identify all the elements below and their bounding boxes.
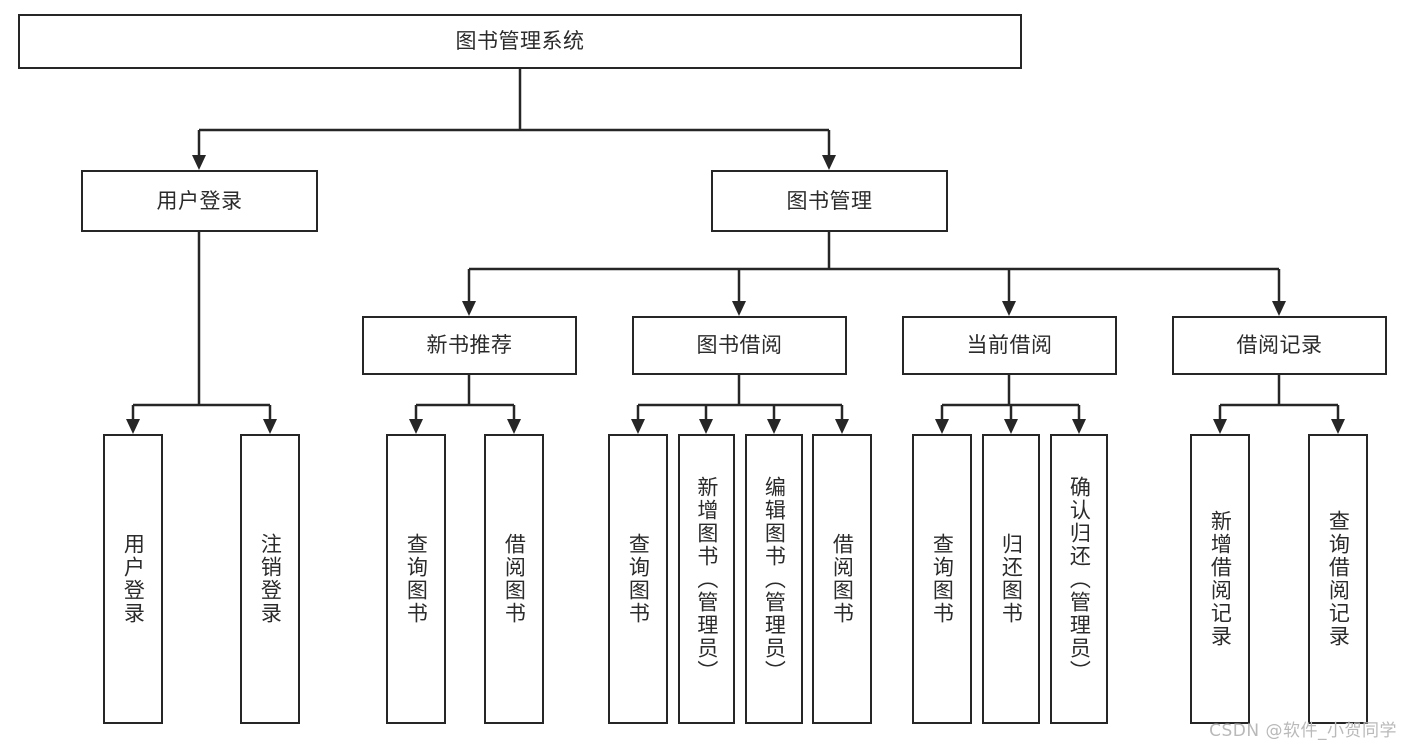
root-arrow-0-head	[192, 155, 206, 170]
node-label-leaf-borrow-book-2: 借阅图书	[830, 533, 855, 625]
group-4-arrow-0-head	[1213, 419, 1227, 434]
root-arrow-1-head	[822, 155, 836, 170]
node-leaf-add-record[interactable]: 新增借阅记录	[1190, 434, 1250, 724]
node-new-book-recommend[interactable]: 新书推荐	[362, 316, 577, 375]
node-book-borrow[interactable]: 图书借阅	[632, 316, 847, 375]
node-label-leaf-add-record: 新增借阅记录	[1208, 510, 1233, 648]
node-user-login[interactable]: 用户登录	[81, 170, 318, 232]
module-arrow-0-head	[462, 301, 476, 316]
node-borrow-record[interactable]: 借阅记录	[1172, 316, 1387, 375]
group-0-arrow-1-head	[263, 419, 277, 434]
group-0-arrow-0-head	[126, 419, 140, 434]
node-leaf-query-book-3[interactable]: 查询图书	[912, 434, 972, 724]
node-label-new-book-recommend: 新书推荐	[426, 333, 513, 358]
node-label-leaf-user-login: 用户登录	[121, 533, 146, 625]
node-label-leaf-edit-book: 编辑图书（管理员）	[762, 475, 787, 683]
group-1-arrow-0-head	[409, 419, 423, 434]
node-leaf-confirm-return[interactable]: 确认归还（管理员）	[1050, 434, 1108, 724]
node-label-root: 图书管理系统	[455, 29, 585, 54]
watermark-text: CSDN @软件_小贺同学	[1209, 721, 1397, 741]
node-leaf-user-login[interactable]: 用户登录	[103, 434, 163, 724]
node-leaf-query-book-2[interactable]: 查询图书	[608, 434, 668, 724]
group-3-arrow-0-head	[935, 419, 949, 434]
node-label-leaf-borrow-book-1: 借阅图书	[502, 533, 527, 625]
node-leaf-borrow-book-2[interactable]: 借阅图书	[812, 434, 872, 724]
group-4-arrow-1-head	[1331, 419, 1345, 434]
group-3-arrow-2-head	[1072, 419, 1086, 434]
node-current-borrow[interactable]: 当前借阅	[902, 316, 1117, 375]
node-label-leaf-add-book: 新增图书（管理员）	[694, 475, 719, 683]
node-label-book-management: 图书管理	[786, 188, 873, 213]
node-root[interactable]: 图书管理系统	[18, 14, 1022, 69]
node-label-leaf-confirm-return: 确认归还（管理员）	[1067, 475, 1092, 683]
node-label-leaf-query-book-3: 查询图书	[930, 533, 955, 625]
node-leaf-return-book[interactable]: 归还图书	[982, 434, 1040, 724]
module-arrow-3-head	[1272, 301, 1286, 316]
node-label-borrow-record: 借阅记录	[1236, 333, 1323, 358]
node-leaf-add-book[interactable]: 新增图书（管理员）	[678, 434, 735, 724]
node-leaf-query-book-1[interactable]: 查询图书	[386, 434, 446, 724]
node-label-leaf-query-book-2: 查询图书	[626, 533, 651, 625]
group-2-arrow-2-head	[767, 419, 781, 434]
module-arrow-2-head	[1002, 301, 1016, 316]
node-leaf-logout[interactable]: 注销登录	[240, 434, 300, 724]
node-label-leaf-query-record: 查询借阅记录	[1326, 510, 1351, 648]
group-1-arrow-1-head	[507, 419, 521, 434]
node-leaf-query-record[interactable]: 查询借阅记录	[1308, 434, 1368, 724]
group-3-arrow-1-head	[1004, 419, 1018, 434]
node-label-leaf-return-book: 归还图书	[999, 533, 1024, 625]
group-2-arrow-1-head	[699, 419, 713, 434]
node-book-management[interactable]: 图书管理	[711, 170, 948, 232]
node-label-leaf-query-book-1: 查询图书	[404, 533, 429, 625]
node-label-user-login: 用户登录	[156, 188, 243, 213]
node-label-book-borrow: 图书借阅	[696, 333, 783, 358]
node-leaf-edit-book[interactable]: 编辑图书（管理员）	[745, 434, 803, 724]
group-2-arrow-3-head	[835, 419, 849, 434]
module-arrow-1-head	[732, 301, 746, 316]
node-label-leaf-logout: 注销登录	[258, 533, 283, 625]
node-leaf-borrow-book-1[interactable]: 借阅图书	[484, 434, 544, 724]
node-label-current-borrow: 当前借阅	[966, 333, 1053, 358]
group-2-arrow-0-head	[631, 419, 645, 434]
